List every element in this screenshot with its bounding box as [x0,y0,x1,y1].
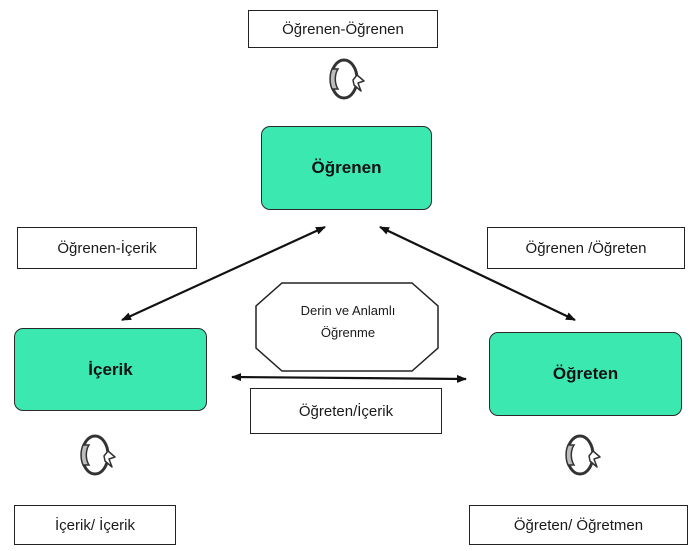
label-learner-content: Öğrenen-İçerik [17,227,197,269]
deep-learning-octagon [255,282,439,372]
deep-learning-line2: Öğrenme [320,325,376,340]
node-content-label: İçerik [88,359,133,379]
arrow-content-teacher [231,373,467,383]
label-teacher-content: Öğreten/İçerik [250,388,442,434]
label-teacher-teacher-text: Öğreten/ Öğretmen [513,516,644,534]
arrow-learner-content [121,225,326,322]
label-learner-teacher-text: Öğrenen /Öğreten [525,239,647,257]
label-learner-learner: Öğrenen-Öğrenen [248,10,438,48]
cycle-icon-learner [329,58,365,100]
label-learner-teacher: Öğrenen /Öğreten [487,227,685,269]
label-content-content-text: İçerik/ İçerik [54,516,135,534]
node-teacher: Öğreten [489,332,682,416]
label-teacher-teacher: Öğreten/ Öğretmen [469,505,688,545]
node-teacher-label: Öğreten [552,364,619,383]
deep-learning-line1: Derin ve Anlamlı [300,303,396,318]
label-teacher-content-text: Öğreten/İçerik [298,402,394,420]
arrow-learner-teacher [379,226,576,321]
label-learner-learner-text: Öğrenen-Öğrenen [282,20,404,38]
node-learner: Öğrenen [261,126,432,210]
cycle-icon-teacher [565,434,601,476]
deep-learning-text: Derin ve Anlamlı Öğrenme [258,300,438,344]
cycle-icon-content [80,434,116,476]
node-learner-label: Öğrenen [311,158,382,177]
node-content: İçerik [14,328,207,411]
label-learner-content-text: Öğrenen-İçerik [57,239,157,257]
label-content-content: İçerik/ İçerik [14,505,176,545]
